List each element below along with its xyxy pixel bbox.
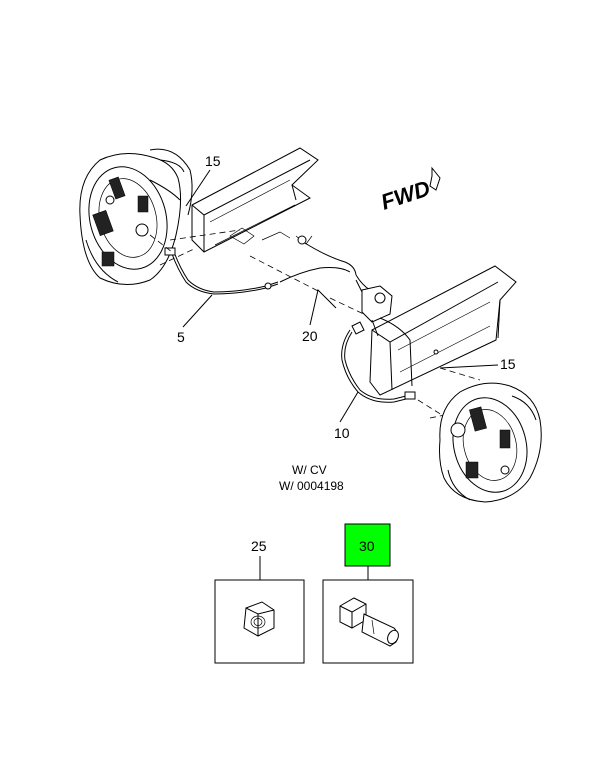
forward-direction-marker: FWD (378, 166, 441, 215)
bracket-valve[interactable] (351, 279, 393, 337)
left-frame-rail (191, 147, 319, 253)
bolt-detail-box (322, 579, 414, 664)
hose-10[interactable] (341, 317, 416, 403)
hose-5[interactable] (164, 247, 279, 295)
note-line-1: W/ CV (292, 463, 327, 477)
right-brake-assembly[interactable] (439, 382, 542, 503)
left-brake-assembly[interactable] (78, 148, 193, 285)
note-line-2: W/ 0004198 (279, 479, 344, 493)
callout-30[interactable]: 30 (359, 538, 375, 554)
fwd-label: FWD (378, 175, 433, 214)
callout-15-top[interactable]: 15 (205, 153, 221, 169)
callout-10[interactable]: 10 (334, 425, 350, 441)
callout-15-right[interactable]: 15 (500, 356, 516, 372)
callout-5[interactable]: 5 (177, 329, 185, 345)
leader-lines (182, 169, 499, 580)
banjo-bolt-icon[interactable] (339, 597, 400, 647)
hex-nut-icon[interactable] (243, 601, 275, 637)
callout-25[interactable]: 25 (251, 538, 267, 554)
line-20[interactable] (279, 235, 371, 291)
callout-20[interactable]: 20 (302, 328, 318, 344)
callout-30-highlight[interactable] (344, 523, 391, 567)
right-frame-rail (369, 265, 517, 396)
nut-detail-box (214, 579, 305, 664)
